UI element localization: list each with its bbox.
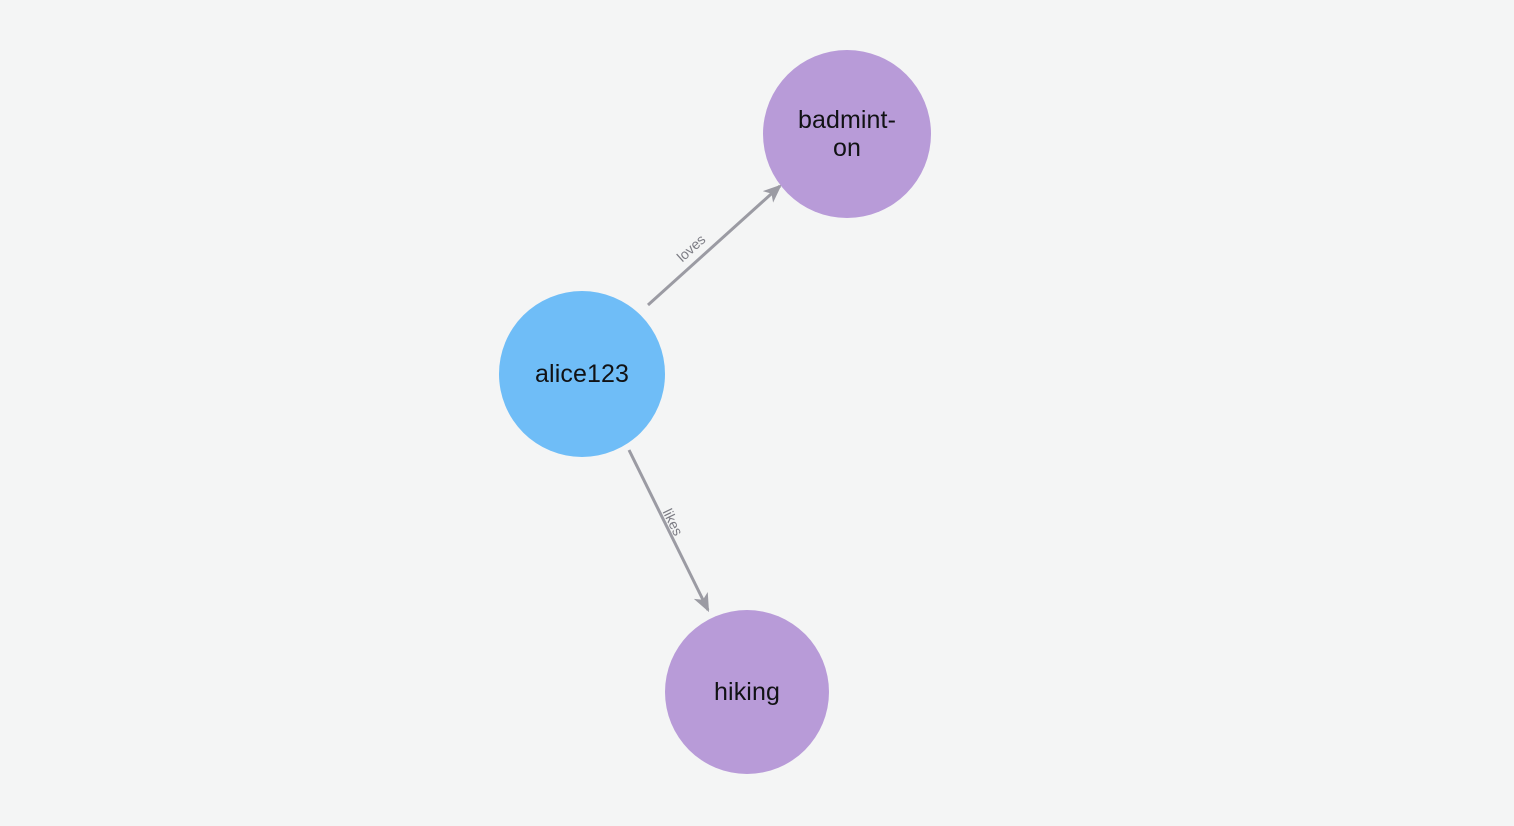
graph-edge-alice123-likes-hiking[interactable] xyxy=(627,449,710,613)
graph-node-badminton[interactable]: badmint- on xyxy=(763,50,931,218)
graph-edge-alice123-loves-badminton[interactable] xyxy=(646,184,782,307)
graph-node-label: badmint- on xyxy=(797,106,897,162)
graph-node-alice123[interactable]: alice123 xyxy=(499,291,665,457)
edge-lines xyxy=(627,184,782,613)
graph-node-label: alice123 xyxy=(535,360,629,388)
graph-node-hiking[interactable]: hiking xyxy=(665,610,829,774)
graph-node-label: hiking xyxy=(714,678,780,706)
